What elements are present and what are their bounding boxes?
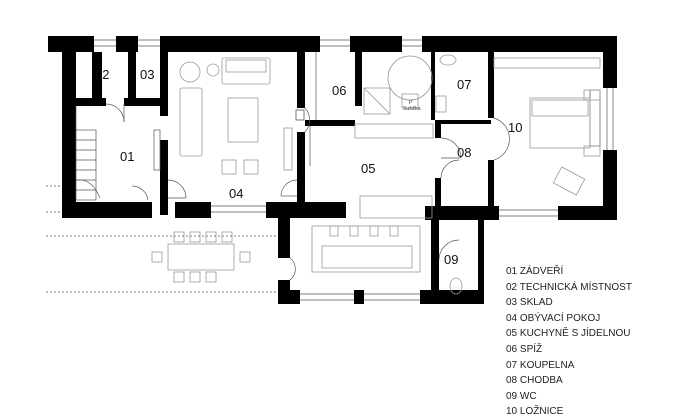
room-label-07: 07 <box>457 77 471 92</box>
legend-item: 08 CHODBA <box>506 375 563 387</box>
thin-lines <box>46 39 614 301</box>
legend-item: 03 SKLAD <box>506 297 553 309</box>
room-label-03: 03 <box>140 67 154 82</box>
room-label-04: 04 <box>229 186 243 201</box>
dryer-label-top: P <box>409 100 413 106</box>
legend-item: 04 OBÝVACÍ POKOJ <box>506 312 601 324</box>
legend-item: 09 WC <box>506 390 537 402</box>
room-label-10: 10 <box>508 120 522 135</box>
dryer-label-bottom: Sušička <box>403 106 421 112</box>
room-legend: 01 ZÁDVEŘÍ 02 TECHNICKÁ MÍSTNOST 03 SKLA… <box>506 264 632 420</box>
room-label-09: 09 <box>444 252 458 267</box>
room-label-08: 08 <box>457 145 471 160</box>
legend-item: 06 SPÍŽ <box>506 343 543 355</box>
room-label-02: 02 <box>95 67 109 82</box>
legend-item: 05 KUCHYNĚ S JÍDELNOU <box>506 328 631 340</box>
room-label-01: 01 <box>120 149 134 164</box>
walls <box>48 36 617 304</box>
room-label-06: 06 <box>332 83 346 98</box>
room-label-05: 05 <box>361 161 375 176</box>
furniture <box>151 54 601 295</box>
legend-item: 01 ZÁDVEŘÍ <box>506 266 564 277</box>
room-labels: 01 02 03 04 05 06 07 08 09 10 P Sušička <box>95 67 522 267</box>
legend-item: 02 TECHNICKÁ MÍSTNOST <box>506 281 632 293</box>
legend-item: 10 LOŽNICE <box>506 406 564 418</box>
legend-item: 07 KOUPELNA <box>506 359 575 371</box>
